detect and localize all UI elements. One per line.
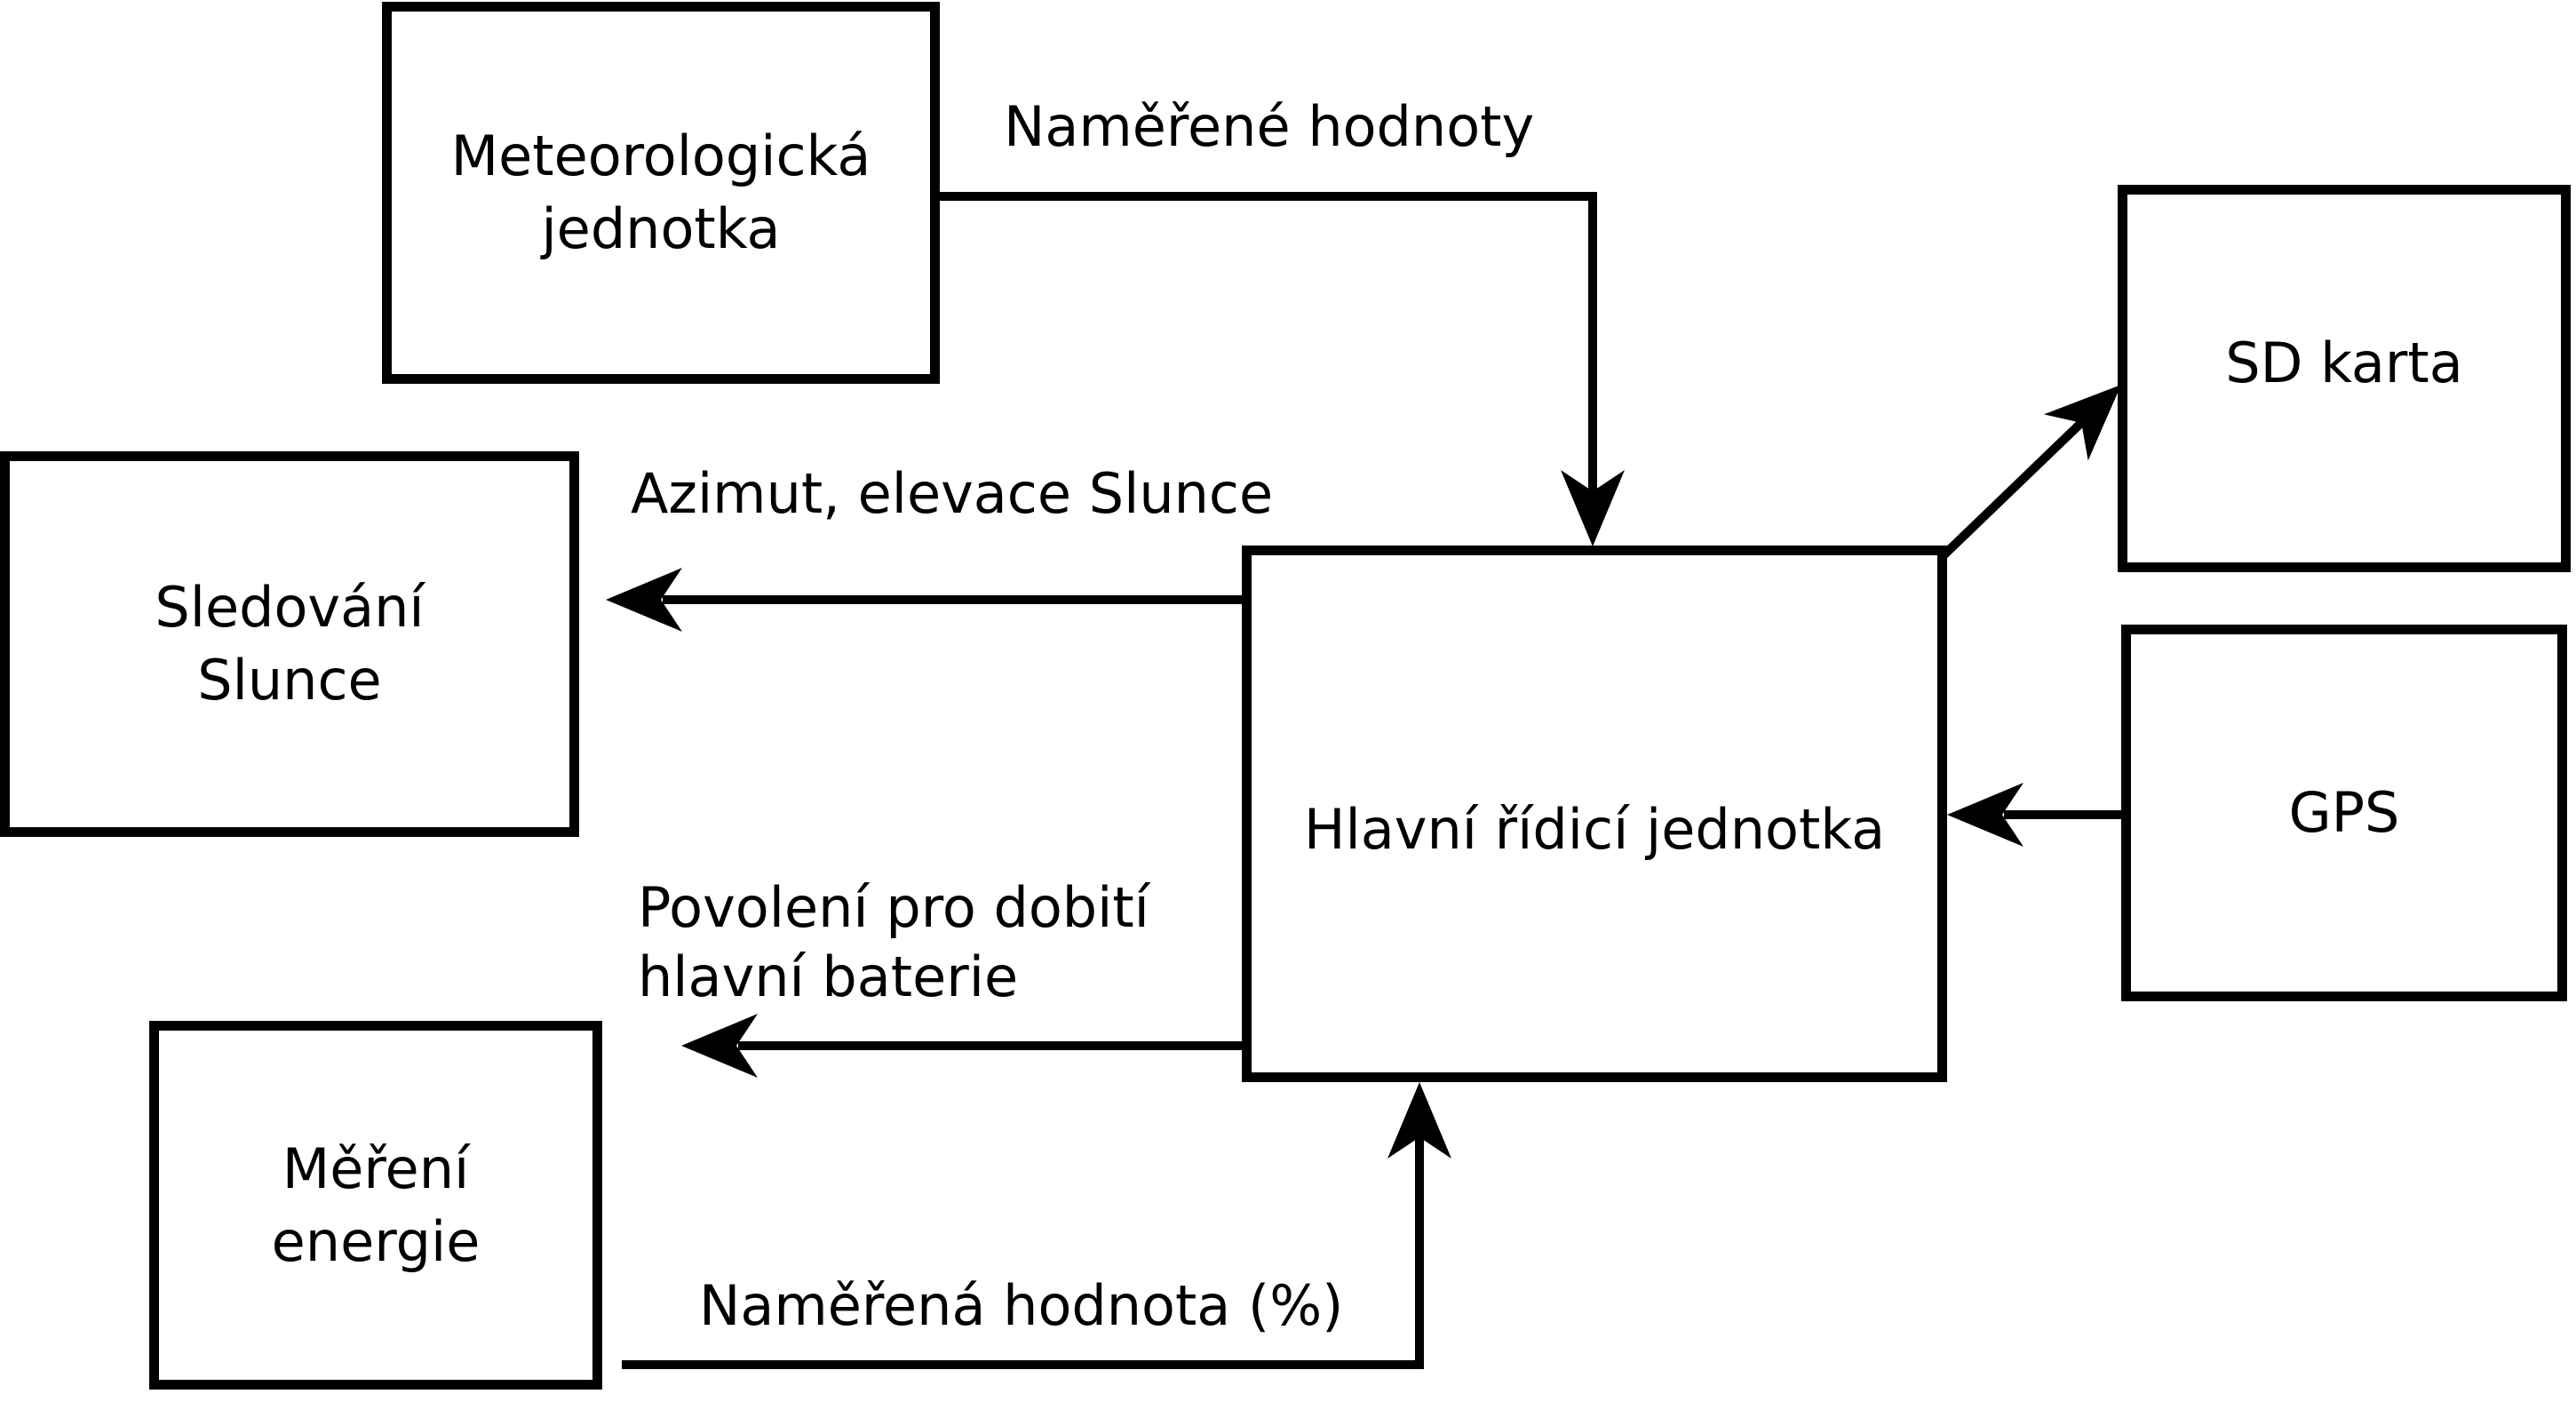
edge-sd-line	[1938, 417, 2087, 561]
edge-namerene-hodnoty-arrowhead-icon	[1561, 470, 1625, 546]
box-sledovani-line1: Sledování	[155, 575, 425, 641]
box-meteorologicka-jednotka: Meteorologická jednotka	[382, 2, 940, 384]
box-mereni-energie-label: Měření energie	[272, 1133, 481, 1279]
edge-namerene-hodnoty-line	[938, 192, 1597, 498]
box-sledovani-slunce: Sledování Slunce	[0, 451, 579, 837]
edge-label-povoleni-line1: Povolení pro dobití	[638, 875, 1149, 940]
box-hlavni-ridici-jednotka-label: Hlavní řídicí jednotka	[1303, 797, 1886, 863]
box-mereni-line2: energie	[271, 1208, 481, 1274]
edge-povoleni-arrowhead-icon	[681, 1014, 758, 1078]
box-gps-label: GPS	[2288, 780, 2400, 846]
box-meteorologicka-line2: jednotka	[541, 196, 781, 261]
edge-azimut-arrowhead-icon	[606, 568, 682, 632]
edge-gps-arrowhead-icon	[1947, 783, 2023, 847]
box-mereni-energie: Měření energie	[149, 1021, 602, 1390]
box-gps: GPS	[2121, 625, 2567, 1001]
edge-label-povoleni: Povolení pro dobití hlavní baterie	[638, 873, 1149, 1012]
edge-label-namerene-hodnoty: Naměřené hodnoty	[1004, 94, 1535, 159]
edge-namerena-hodnota-arrowhead-icon	[1387, 1082, 1451, 1159]
box-sd-karta: SD karta	[2118, 185, 2571, 572]
box-meteorologicka-line1: Meteorologická	[450, 123, 871, 189]
edge-label-azimut-elevace: Azimut, elevace Slunce	[631, 461, 1274, 526]
edge-label-povoleni-line2: hlavní baterie	[638, 944, 1019, 1009]
edge-sd-arrowhead-icon	[2043, 385, 2121, 461]
box-mereni-line1: Měření	[282, 1135, 470, 1201]
box-hlavni-ridici-jednotka: Hlavní řídicí jednotka	[1242, 546, 1947, 1082]
edge-label-namerena-hodnota: Naměřená hodnota (%)	[699, 1273, 1344, 1338]
edge-namerena-hodnota-line	[622, 1137, 1424, 1369]
box-meteorologicka-jednotka-label: Meteorologická jednotka	[451, 120, 871, 266]
box-sledovani-slunce-label: Sledování Slunce	[155, 571, 424, 717]
box-sledovani-line2: Slunce	[197, 648, 382, 713]
box-sd-karta-label: SD karta	[2225, 331, 2463, 396]
